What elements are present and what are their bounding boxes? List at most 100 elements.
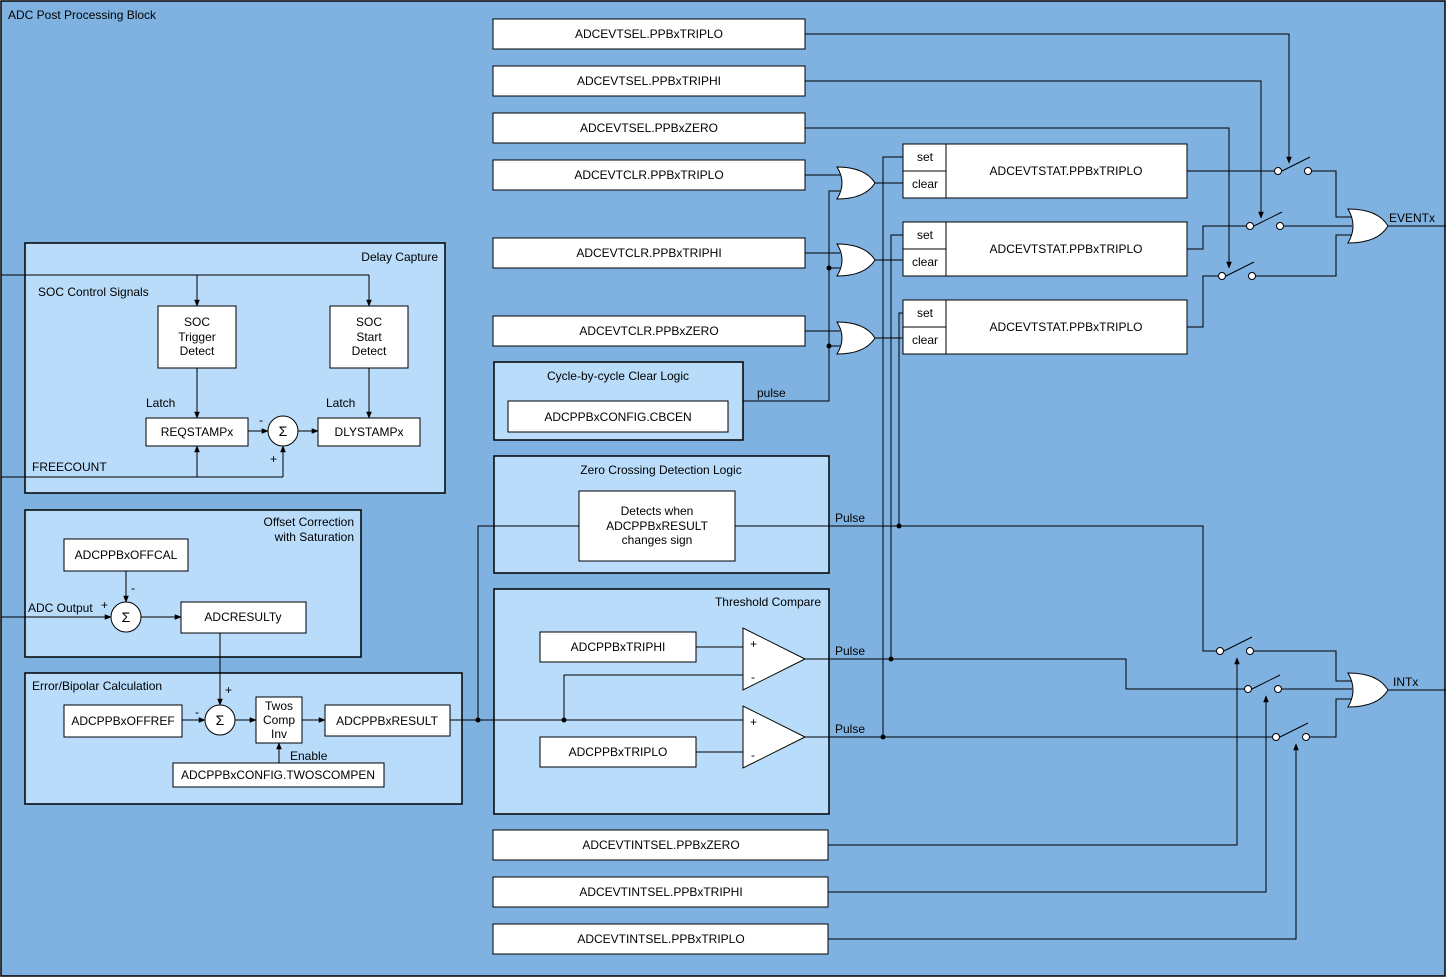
twos-line-1: Twos [265,699,293,713]
zero-detect-line-2: ADCPPBxRESULT [606,519,708,533]
evtclr-triplo-label: ADCEVTCLR.PPBxTRIPLO [574,168,723,182]
error-sum-minus: - [195,705,199,719]
intsel-triplo-label: ADCEVTINTSEL.PPBxTRIPLO [577,932,744,946]
comp-low-plus: + [750,715,757,729]
cbcen-box [507,400,729,433]
eventx-label: EVENTx [1389,211,1435,225]
evtsel-zero-box [492,112,806,144]
triplo-pulse-label: Pulse [835,722,865,736]
latch-label-1: Latch [146,396,175,410]
threshold-compare-panel [493,588,830,815]
intsel-triphi-box [492,876,829,908]
or-gate-eventx [1347,208,1389,244]
intsel-zero-label: ADCEVTINTSEL.PPBxZERO [582,838,739,852]
zero-pulse-label: Pulse [835,511,865,525]
or-gate-intx [1347,672,1389,708]
triplo-label: ADCPPBxTRIPLO [569,745,668,759]
evtclr-triplo-box [492,159,806,191]
ppbresult-label: ADCPPBxRESULT [336,714,438,728]
offset-sum-minus: - [131,581,135,595]
delay-sum-minus: - [259,413,263,427]
evtsel-triplo-box [492,18,806,50]
comp-low-minus: - [751,748,755,762]
adc-output-label: ADC Output [28,601,93,615]
twos-line-3: Inv [271,727,287,741]
reqstamp-label: REQSTAMPx [161,425,233,439]
offset-title-2: with Saturation [274,530,354,544]
offset-sum-plus: + [101,598,108,612]
evtstat-2-clear-label: clear [912,255,938,269]
twoscompen-box [172,762,385,788]
comp-high-plus: + [750,637,757,651]
latch-label-2: Latch [326,396,355,410]
evtstat-1-set-label: set [917,150,934,164]
zero-detect-line-1: Detects when [621,504,694,518]
wires [1,33,1446,940]
evtstat-3-name: ADCEVTSTAT.PPBxTRIPLO [990,320,1143,334]
evtsel-triphi-label: ADCEVTSEL.PPBxTRIPHI [577,74,721,88]
junction-dots [475,265,902,740]
soc-trigger-line-3: Detect [180,344,215,358]
error-sum-sigma: Σ [216,712,225,728]
intsel-triphi-label: ADCEVTINTSEL.PPBxTRIPHI [579,885,742,899]
enable-label: Enable [290,749,328,763]
or-gate-clr-1 [836,166,876,200]
evtstat-2-set [902,221,947,250]
error-title: Error/Bipolar Calculation [32,679,162,693]
dlystamp-box [317,417,421,447]
triphi-pulse-label: Pulse [835,644,865,658]
cbc-pulse-label: pulse [757,386,786,400]
delay-capture-title: Delay Capture [361,250,438,264]
soc-trigger-line-2: Trigger [178,330,216,344]
cbc-title: Cycle-by-cycle Clear Logic [547,369,689,383]
comparator-low [742,705,807,769]
zero-crossing-title: Zero Crossing Detection Logic [580,463,741,477]
offset-title-1: Offset Correction [264,515,354,529]
or-gate-clr-2 [836,243,876,277]
evtstat-1-clear-label: clear [912,177,938,191]
twos-line-2: Comp [263,713,295,727]
or-gate-clr-3 [836,321,876,355]
intx-label: INTx [1393,675,1418,689]
comp-high-minus: - [751,670,755,684]
evtstat-3-clear-label: clear [912,333,938,347]
offcal-label: ADCPPBxOFFCAL [75,548,178,562]
error-sum-plus: + [225,683,232,697]
delay-sum-sigma: Σ [279,423,288,439]
evtstat-2-name: ADCEVTSTAT.PPBxTRIPLO [990,242,1143,256]
adcresult-box [180,601,307,634]
soc-start-line-1: SOC [356,315,382,329]
evtstat-3-set [902,299,947,328]
soc-start-line-2: Start [356,330,382,344]
soc-control-label: SOC Control Signals [38,285,149,299]
freecount-label: FREECOUNT [32,460,107,474]
twoscompen-label: ADCPPBxCONFIG.TWOSCOMPEN [181,768,375,782]
comparator-high [742,627,807,691]
evtsel-triphi-box [492,65,806,97]
offref-label: ADCPPBxOFFREF [71,714,174,728]
zero-detect-box [578,490,736,562]
evtstat-1-clear [902,170,947,199]
adcresult-label: ADCRESULTy [204,610,281,624]
evtstat-1-name: ADCEVTSTAT.PPBxTRIPLO [990,164,1143,178]
delay-sum-plus: + [270,452,277,466]
evtstat-3-clear [902,326,947,355]
offref-box [63,704,183,738]
evtsel-triplo-label: ADCEVTSEL.PPBxTRIPLO [575,27,723,41]
evtstat-2-set-label: set [917,228,934,242]
diagram-title: ADC Post Processing Block [8,8,157,22]
soc-start-line-3: Detect [352,344,387,358]
evtclr-zero-label: ADCEVTCLR.PPBxZERO [579,324,718,338]
evtstat-1-box [945,143,1188,199]
evtstat-2-clear [902,248,947,277]
threshold-title: Threshold Compare [715,595,821,609]
soc-trigger-line-1: SOC [184,315,210,329]
evtsel-zero-label: ADCEVTSEL.PPBxZERO [580,121,718,135]
intsel-zero-box [492,829,829,861]
evtclr-triphi-label: ADCEVTCLR.PPBxTRIPHI [576,246,721,260]
evtclr-zero-box [492,315,806,347]
zero-detect-line-3: changes sign [622,533,693,547]
tripi-box [539,631,697,663]
